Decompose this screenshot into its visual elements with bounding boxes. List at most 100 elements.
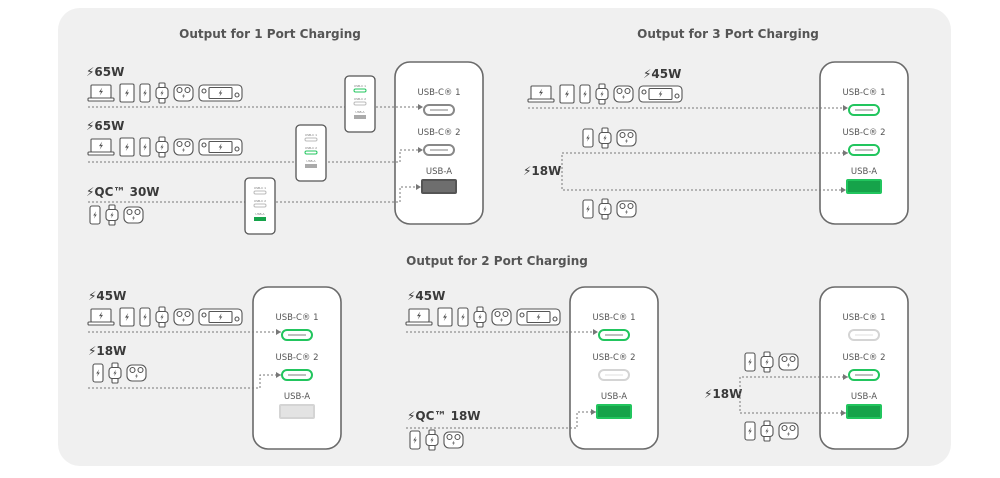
watt-label: ⚡18W [523, 164, 561, 178]
watch-icon [155, 306, 169, 328]
laptop-icon [87, 84, 115, 102]
game-console-icon [198, 308, 243, 326]
watch-icon [760, 420, 774, 442]
charger [819, 286, 909, 450]
usb-a-port [846, 179, 882, 194]
connector-line [88, 149, 423, 163]
laptop-icon [87, 138, 115, 156]
earbuds-icon [778, 422, 799, 440]
watt-label: ⚡45W [88, 289, 126, 303]
port-label-a: USB-A [284, 392, 310, 402]
earbuds-icon [778, 353, 799, 371]
port-label-c2: USB-C® 2 [275, 353, 318, 363]
phone-icon [582, 128, 594, 148]
port-label-c2: USB-C® 2 [417, 128, 460, 138]
phone-icon [582, 199, 594, 219]
usb-a-port [421, 179, 457, 194]
usb-a-port [279, 404, 315, 419]
tablet-icon [119, 83, 135, 103]
game-console-icon [198, 84, 243, 102]
phone-icon [457, 307, 469, 327]
watt-label: ⚡QC™ 30W [86, 185, 160, 199]
earbuds-icon [123, 206, 144, 224]
arrow-head [841, 187, 846, 193]
mini-port-label: USB-C 1 [305, 133, 317, 137]
laptop-icon [405, 308, 433, 326]
watch-icon [155, 82, 169, 104]
laptop-icon [527, 85, 555, 103]
earbuds-icon [173, 138, 194, 156]
charger [569, 286, 659, 450]
phone-icon [744, 352, 756, 372]
port-label-c2: USB-C® 2 [592, 353, 635, 363]
port-label-c2: USB-C® 2 [842, 353, 885, 363]
mini-port-label: USB-A [306, 159, 316, 163]
game-console-icon [516, 308, 561, 326]
phone-icon [139, 137, 151, 157]
port-label-a: USB-A [601, 392, 627, 402]
charger [819, 61, 909, 225]
watch-icon [598, 198, 612, 220]
watch-icon [105, 204, 119, 226]
mini-port-label: USB-A [355, 110, 365, 114]
port-label-a: USB-A [851, 392, 877, 402]
tablet-icon [437, 307, 453, 327]
watt-label: ⚡45W [407, 289, 445, 303]
port-label-c1: USB-C® 1 [592, 313, 635, 323]
usb-a-port [846, 404, 882, 419]
game-console-icon [198, 138, 243, 156]
watch-icon [473, 306, 487, 328]
laptop-icon [87, 308, 115, 326]
arrow-head [276, 329, 281, 335]
mini-port-label: USB-C 1 [254, 186, 266, 190]
watt-label: ⚡QC™ 18W [407, 409, 481, 423]
earbuds-icon [616, 200, 637, 218]
watch-icon [760, 351, 774, 373]
watch-icon [425, 429, 439, 451]
connector-bracket [739, 376, 848, 414]
diagram-panel [58, 8, 951, 466]
port-label-a: USB-A [851, 167, 877, 177]
mini-charger-icon: USB-C 1 USB-C 2 USB-A [244, 177, 276, 235]
phone-icon [744, 421, 756, 441]
watch-icon [595, 83, 609, 105]
watch-icon [598, 127, 612, 149]
watt-label: ⚡45W [643, 67, 681, 81]
port-label-c2: USB-C® 2 [842, 128, 885, 138]
mini-port-label: USB-C 1 [354, 84, 366, 88]
game-console-icon [638, 85, 683, 103]
section-title-2-port: Output for 2 Port Charging [406, 254, 588, 268]
arrow-head [593, 329, 598, 335]
watt-label: ⚡65W [86, 65, 124, 79]
port-label-c1: USB-C® 1 [842, 313, 885, 323]
connector-line [406, 411, 596, 429]
section-title-1-port: Output for 1 Port Charging [179, 27, 361, 41]
watch-icon [155, 136, 169, 158]
phone-icon [89, 205, 101, 225]
arrow-head [418, 104, 423, 110]
watt-label: ⚡65W [86, 119, 124, 133]
mini-port-label: USB-C 2 [254, 199, 266, 203]
tablet-icon [119, 137, 135, 157]
earbuds-icon [613, 85, 634, 103]
connector-bracket [561, 152, 848, 191]
arrow-head [843, 105, 848, 111]
charger [394, 61, 484, 225]
arrow-head [841, 410, 846, 416]
watt-label: ⚡18W [88, 344, 126, 358]
port-label-c1: USB-C® 1 [417, 88, 460, 98]
arrow-head [843, 150, 848, 156]
section-title-3-port: Output for 3 Port Charging [637, 27, 819, 41]
connector-line [88, 374, 281, 389]
arrow-head [591, 409, 596, 415]
earbuds-icon [616, 129, 637, 147]
phone-icon [409, 430, 421, 450]
watch-icon [108, 362, 122, 384]
port-label-a: USB-A [426, 167, 452, 177]
connector-line [88, 186, 421, 203]
mini-port-label: USB-A [255, 212, 265, 216]
tablet-icon [119, 307, 135, 327]
mini-port-label: USB-C 2 [305, 146, 317, 150]
